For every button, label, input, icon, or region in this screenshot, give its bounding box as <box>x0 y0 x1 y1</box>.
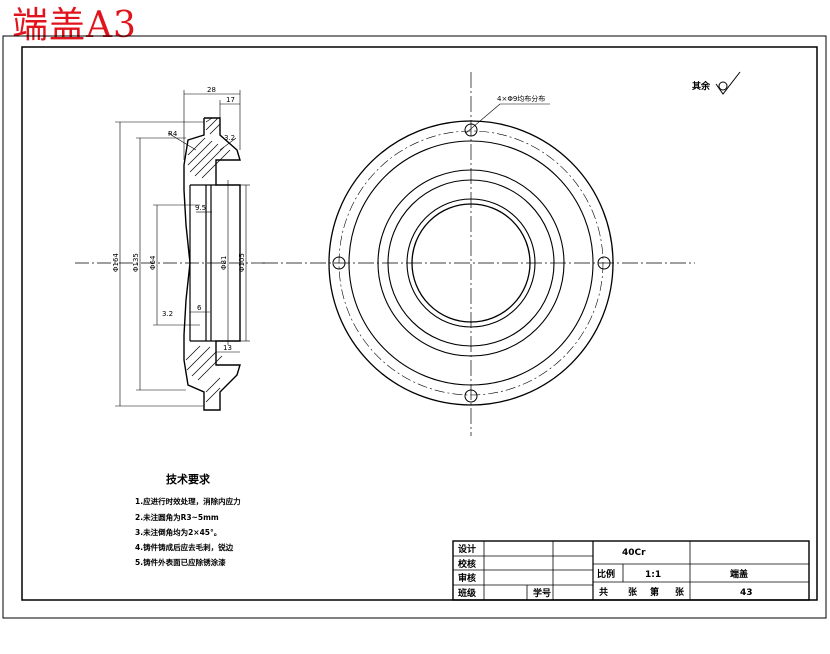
drawing-stamp: 端盖A3 <box>12 5 137 46</box>
top-dimensions <box>167 90 241 353</box>
bolt-hole-top <box>464 123 478 137</box>
tb-part-name: 端盖 <box>730 568 748 580</box>
tb-class-label: 班级 <box>458 587 477 599</box>
requirement-1: 1.应进行时效处理，消除内应力 <box>135 496 241 506</box>
requirement-3: 3.未注倒角均为2×45°。 <box>135 527 221 537</box>
dim-dia-164: Φ164 <box>112 253 120 272</box>
tb-sheet-no: 第 <box>650 586 659 598</box>
section-dimension-text: 28 17 R4 3.2 9.5 3.2 6 13 Φ164 Φ135 Φ64 … <box>112 86 246 352</box>
dim-bottom-chamfer: 3.2 <box>162 310 173 318</box>
tb-drawing-no: 43 <box>740 588 753 598</box>
section-outline <box>183 117 241 411</box>
dim-9-5: 9.5 <box>195 204 206 212</box>
front-view <box>262 72 695 436</box>
requirements-title: 技术要求 <box>166 472 211 486</box>
section-hatching <box>185 117 231 403</box>
dim-17: 17 <box>226 96 235 104</box>
diameter-dimensions <box>115 121 250 407</box>
tb-student-id-label: 学号 <box>533 587 551 599</box>
hole-leader <box>465 103 501 134</box>
hole-callout: 4×Φ9均布分布 <box>497 94 545 103</box>
tb-scale-label: 比例 <box>597 568 615 580</box>
requirement-5: 5.铸件外表面已应除锈涂漆 <box>135 557 226 567</box>
tb-sheet-page: 张 <box>675 586 685 598</box>
dim-r4: R4 <box>168 130 178 138</box>
bore-circle <box>411 203 531 323</box>
requirement-2: 2.未注圆角为R3~5mm <box>135 512 219 522</box>
dim-dia-81: Φ81 <box>220 256 228 270</box>
dim-dia-105: Φ105 <box>238 253 246 272</box>
dim-dia-64: Φ64 <box>149 255 157 270</box>
dim-dia-135: Φ135 <box>132 253 140 272</box>
bolt-circle <box>338 130 604 396</box>
tb-review-label: 审核 <box>458 572 476 584</box>
dim-6: 6 <box>197 304 202 312</box>
bore-ring-circle <box>406 198 536 328</box>
tb-material: 40Cr <box>622 548 646 558</box>
bolt-hole-right <box>597 256 611 270</box>
tb-check-label: 校核 <box>458 558 476 570</box>
tb-design-label: 设计 <box>458 543 476 555</box>
tb-scale-value: 1:1 <box>645 570 661 580</box>
outer-circle <box>328 120 614 406</box>
inner-frame <box>21 46 818 601</box>
bolt-hole-bottom <box>464 389 478 403</box>
dim-chamfer: 3.2 <box>224 134 235 142</box>
title-block <box>452 540 810 601</box>
dim-13: 13 <box>223 344 232 352</box>
tb-sheet-total: 共 <box>599 586 608 598</box>
section-view <box>75 90 265 411</box>
hub-mid-circle <box>387 179 555 347</box>
hub-outer-circle <box>377 169 565 357</box>
requirement-4: 4.铸件铸成后应去毛刺，锐边 <box>135 542 234 552</box>
tb-sheet-of: 张 <box>628 586 638 598</box>
bolt-hole-left <box>332 256 346 270</box>
roughness-label: 其余 <box>692 80 711 92</box>
roughness-icon <box>715 71 741 95</box>
flange-circle <box>348 140 594 386</box>
dim-28: 28 <box>207 86 216 94</box>
outer-frame <box>2 35 827 619</box>
